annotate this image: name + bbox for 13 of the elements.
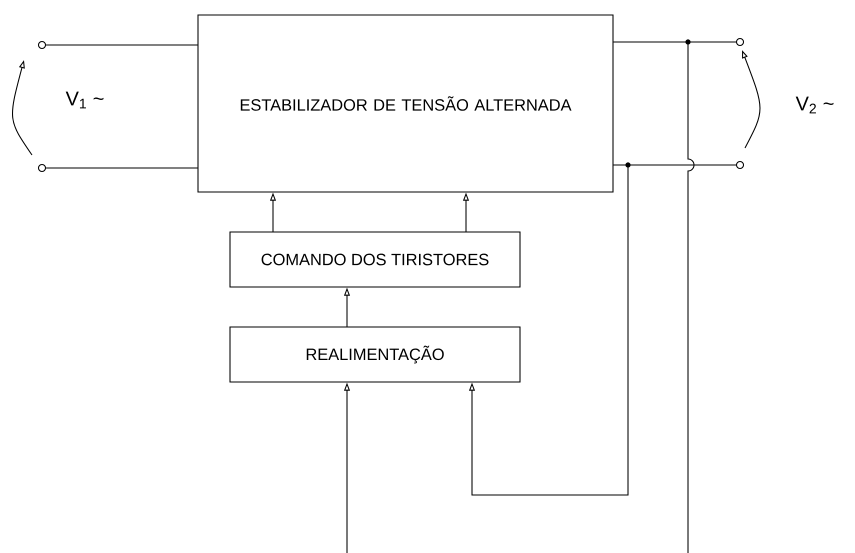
terminal-circle xyxy=(736,160,744,170)
voltage-label: V$_{1}$ ~ xyxy=(66,92,104,108)
terminal-circle xyxy=(736,38,744,46)
connector-line xyxy=(46,167,198,169)
terminal-circle xyxy=(38,164,46,172)
connector-line xyxy=(46,44,198,46)
terminal-circle xyxy=(38,40,46,50)
control-box: COMANDO DOS TIRISTORES xyxy=(229,231,521,288)
feedback-box: REALIMENTAÇÃO xyxy=(229,326,521,383)
arrow xyxy=(468,164,736,496)
stabilizer-box: ESTABILIZADOR DE TENSÃO ALTERNADA xyxy=(197,14,614,193)
voltage-label: V$_{2}$ ~ xyxy=(796,96,834,114)
connector-line xyxy=(687,41,736,553)
